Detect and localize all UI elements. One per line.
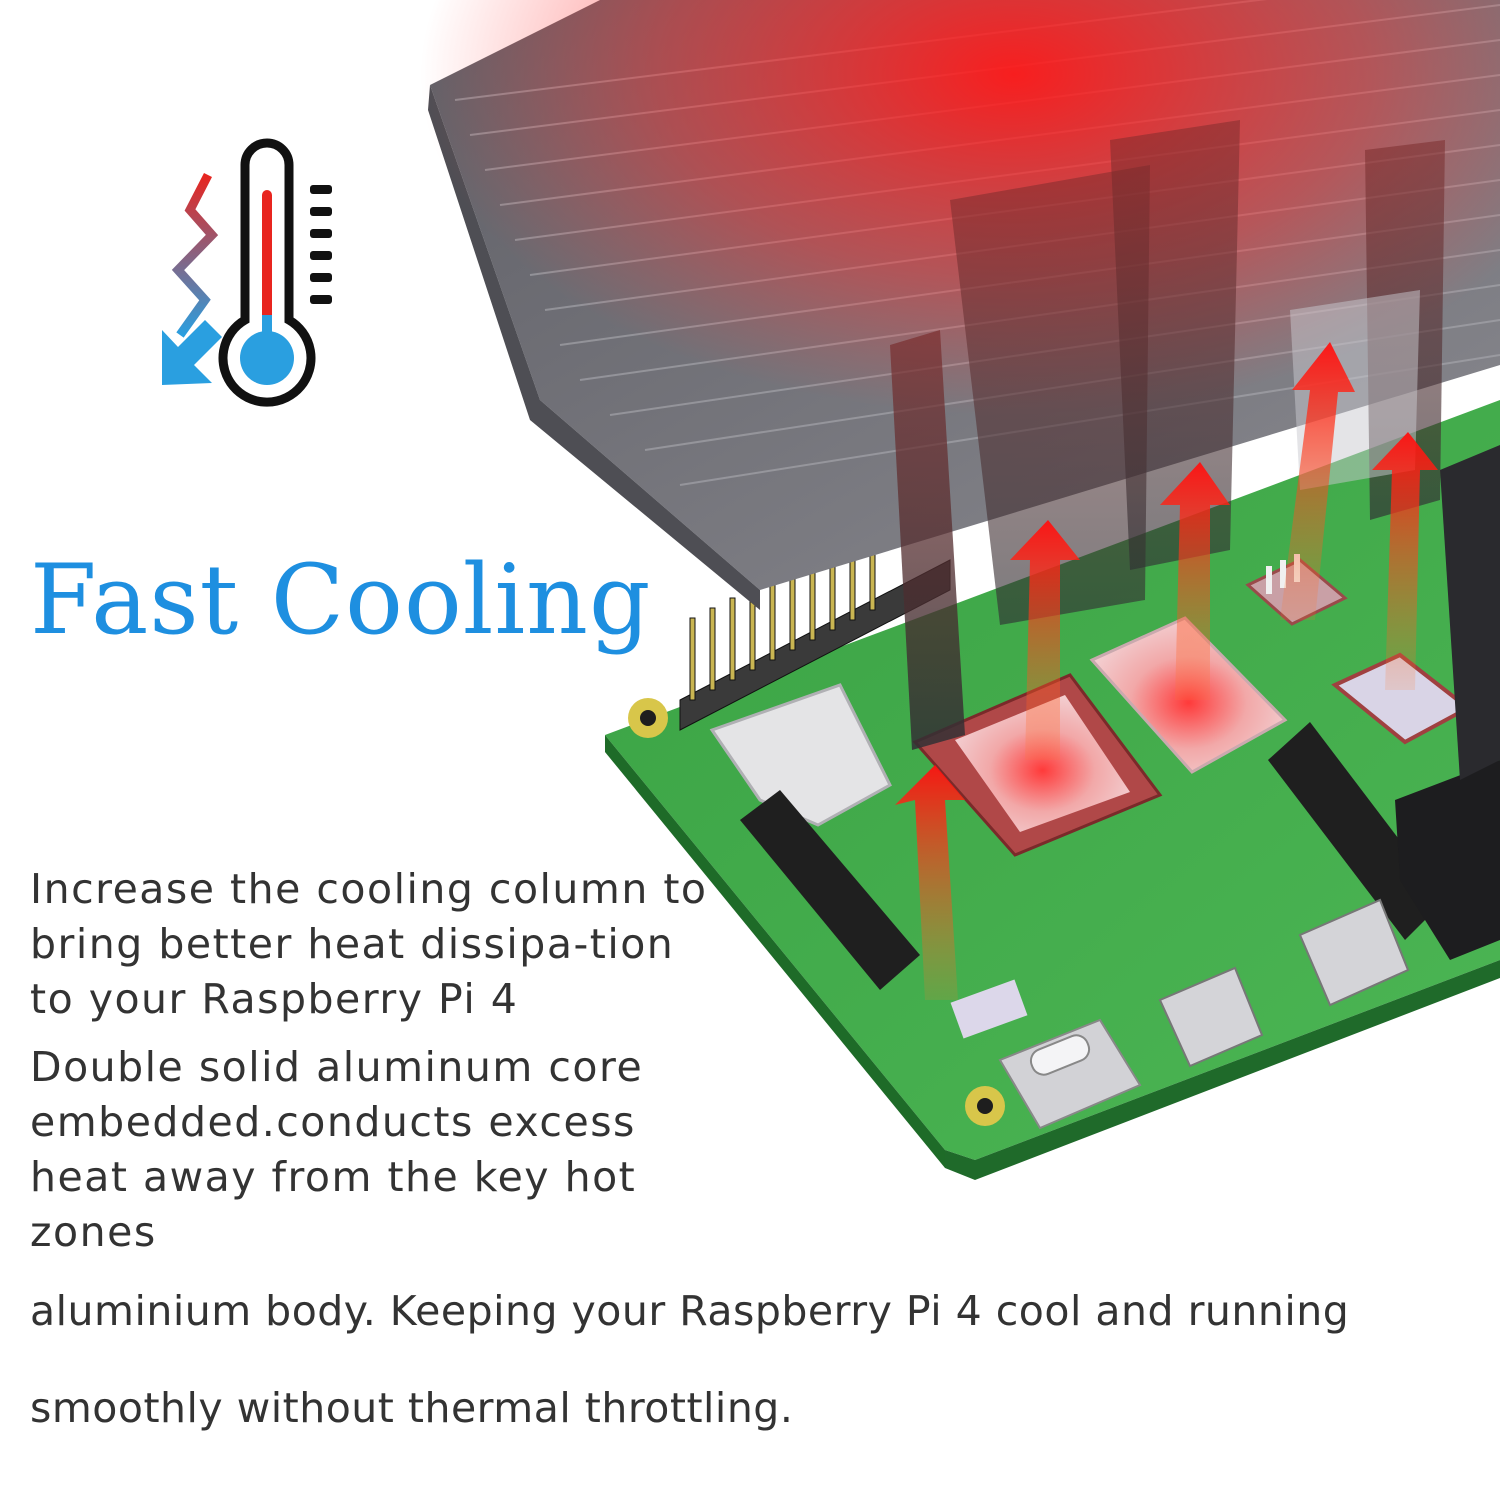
micro-hdmi-port (1298, 898, 1410, 1007)
mounting-hole (965, 1086, 1005, 1126)
usb-c-port (998, 1018, 1142, 1130)
thermal-pad (950, 979, 1028, 1039)
feature-paragraph-aluminum-core: Double solid aluminum core embedded.cond… (30, 1043, 644, 1256)
heat-arrow-icon (895, 342, 1438, 1000)
feature-paragraph-throttling: aluminium body. Keeping your Raspberry P… (30, 1287, 1350, 1432)
cool-arrow-icon (162, 320, 222, 385)
wifi-shield (709, 683, 892, 827)
headline: Fast Cooling (30, 544, 652, 656)
thermometer-icon (162, 138, 332, 407)
lightning-bolt-icon (171, 172, 219, 338)
mounting-hole (628, 698, 668, 738)
audio-jack (1395, 760, 1500, 960)
display-connector (740, 790, 920, 990)
camera-connector (1268, 722, 1445, 940)
cpu-chip (912, 673, 1163, 857)
micro-hdmi-port (1158, 966, 1264, 1068)
feature-paragraph-cooling-column: Increase the cooling column to bring bet… (30, 865, 708, 1023)
